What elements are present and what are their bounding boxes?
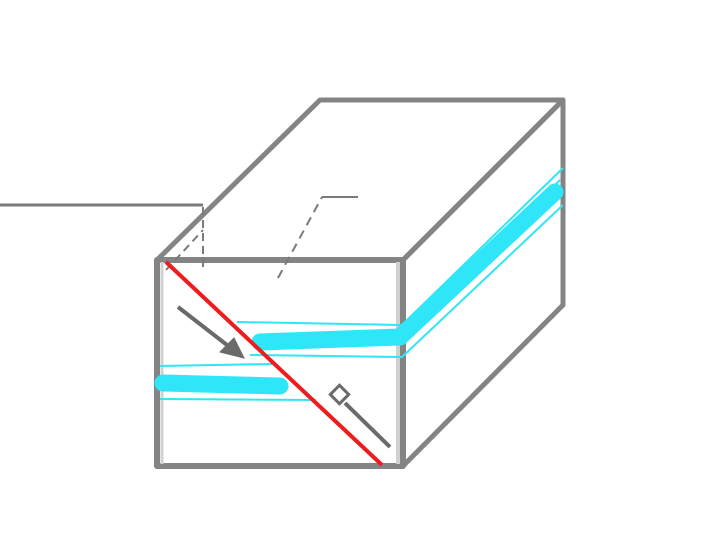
arrows [176,305,392,449]
right-face [400,97,566,469]
band-outline [249,204,564,359]
box [154,97,566,469]
leader-lines [0,196,358,279]
arrowhead-icon [219,337,245,359]
band-outline [159,398,317,401]
dashed-diagonal [277,196,323,279]
arrow-tail-square [328,383,351,406]
bands-thick [154,183,564,395]
dashed-corner [165,229,204,271]
arrow-in [176,305,238,354]
front-face [154,257,406,469]
arrow-out [343,401,392,449]
band-outline [159,363,273,367]
diagonal-line [164,260,384,467]
upper-band [251,183,564,351]
lower-band [154,374,289,395]
